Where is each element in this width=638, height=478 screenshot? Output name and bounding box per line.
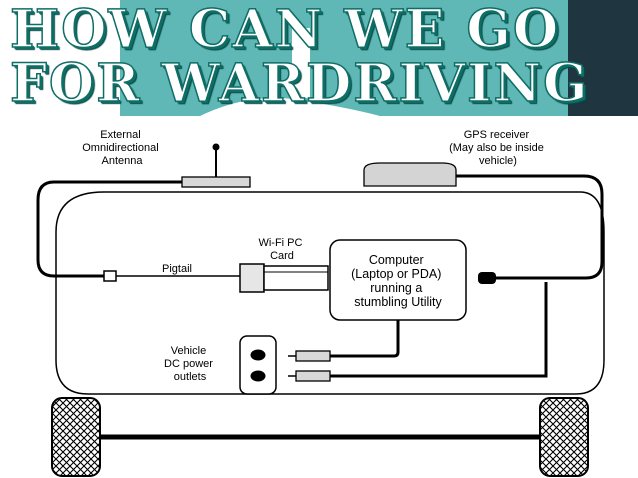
left-wheel [51,397,101,477]
gps-cable [456,174,604,280]
antenna-base [181,176,251,188]
wifi-card-label: Wi-Fi PC Card [258,237,305,262]
gps-plug [478,272,496,284]
antenna-label: External Omnidirectional Antenna [82,129,161,167]
dark-panel [568,0,638,116]
antenna-tip [212,143,220,151]
power-outlets-label: Vehicle DC power outlets [164,345,216,383]
slide-title-line-2: FOR WARDRIVING [9,53,590,114]
power-plug-1 [295,350,331,362]
wifi-card-body [263,265,329,291]
gps-power-cable [330,282,548,378]
computer-power-cable [330,320,400,358]
pigtail-connector [103,270,117,282]
antenna-cable [36,180,182,278]
slide-header: HOW CAN WE GO FOR WARDRIVING [0,0,638,116]
gps-receiver [363,162,457,187]
dc-outlet-2 [250,370,266,382]
teal-panel [120,0,568,116]
wifi-card-connector [239,263,265,293]
power-plug-2 [295,370,331,382]
dc-outlet-panel [239,335,277,395]
dc-outlet-1 [250,349,266,361]
right-wheel [539,397,589,477]
header-decoration [200,28,380,116]
slide-title-line-1: HOW CAN WE GO [9,0,561,60]
gps-label: GPS receiver (May also be inside vehicle… [449,129,547,167]
pigtail-label: Pigtail [162,263,192,275]
computer-label: Computer (Laptop or PDA) running a stumb… [351,253,445,309]
wardriving-diagram: External Omnidirectional Antenna GPS rec… [36,129,605,477]
